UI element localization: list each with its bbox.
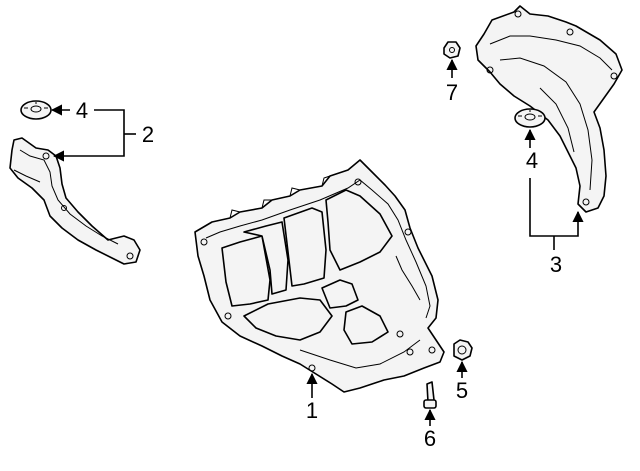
side-shield-part-3 bbox=[475, 5, 623, 213]
leader-lines bbox=[50, 58, 584, 426]
screw-part-6 bbox=[423, 381, 437, 409]
callout-7: 7 bbox=[446, 80, 458, 105]
push-clip-part-4-right bbox=[514, 108, 546, 128]
nut-part-5 bbox=[453, 339, 473, 361]
callout-4-left: 4 bbox=[76, 98, 88, 123]
splash-shield-part-1 bbox=[194, 159, 445, 393]
callout-5: 5 bbox=[456, 378, 468, 403]
clip-part-7 bbox=[443, 41, 461, 59]
side-bracket-part-2 bbox=[9, 137, 141, 265]
callout-1: 1 bbox=[306, 398, 318, 423]
callout-4-right: 4 bbox=[526, 148, 538, 173]
callout-6: 6 bbox=[424, 426, 436, 451]
callout-2: 2 bbox=[142, 122, 154, 147]
push-clip-part-4-left bbox=[20, 100, 52, 120]
callout-3: 3 bbox=[550, 252, 562, 277]
